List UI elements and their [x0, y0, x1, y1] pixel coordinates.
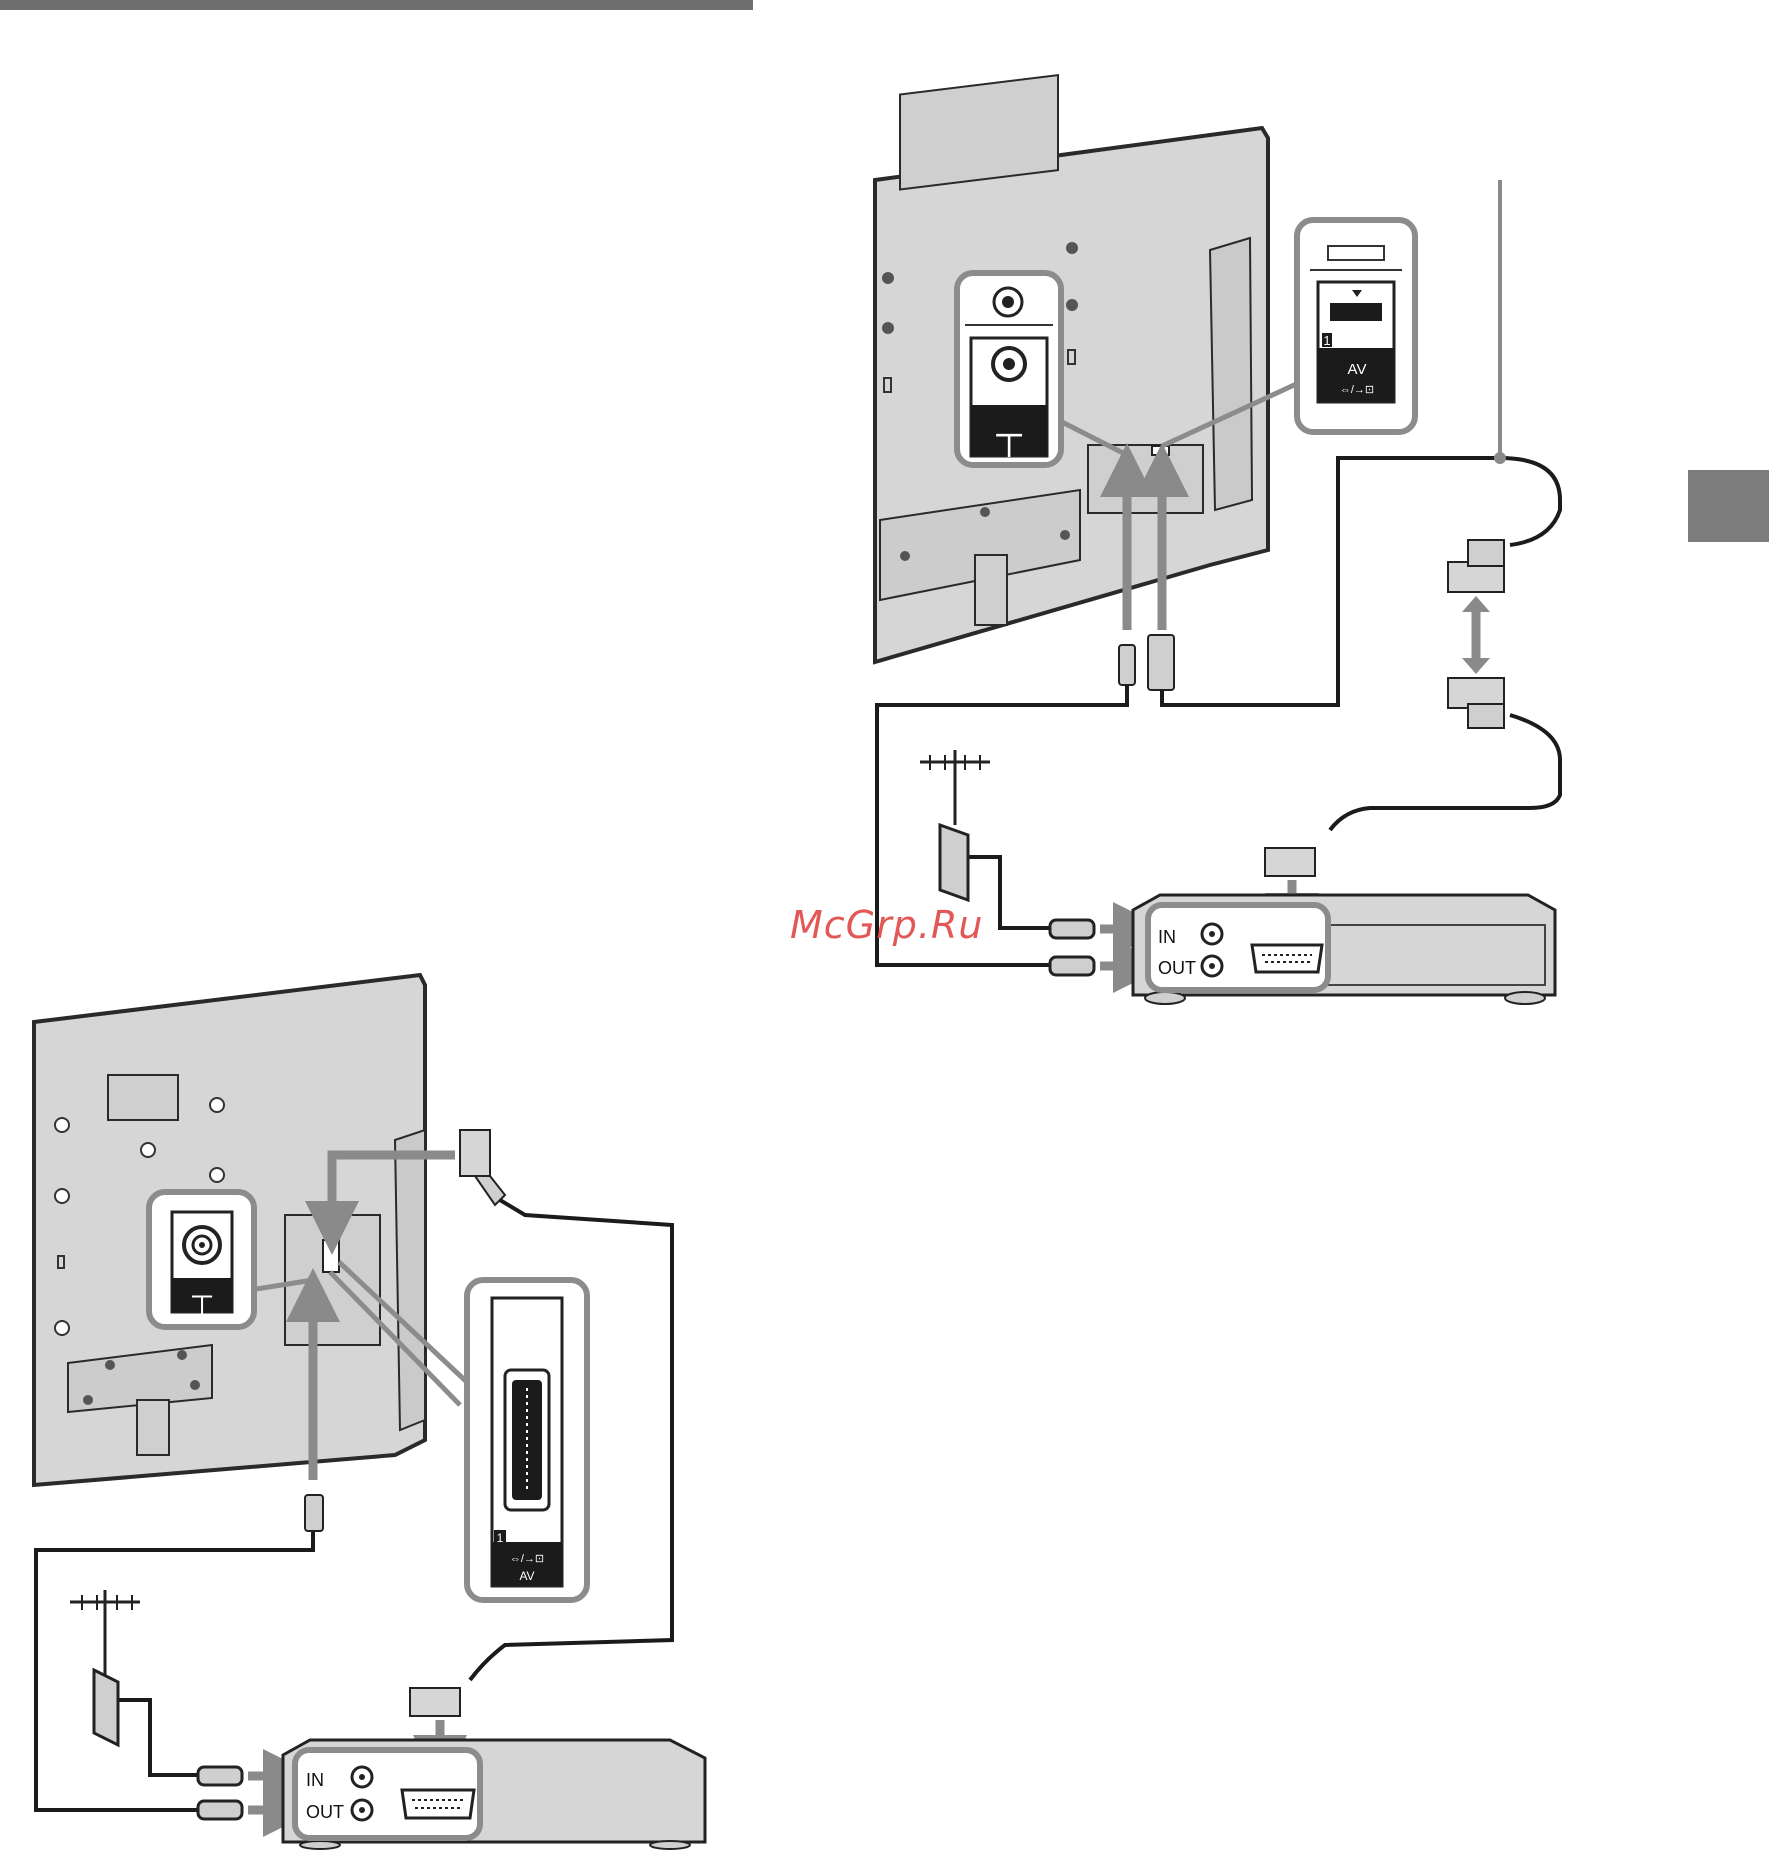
rf-plug-in-top	[1048, 918, 1096, 940]
rf-plug-tv-bottom	[304, 1494, 324, 1532]
scart-socket-callout-top: 1 AV ⇔/→⊡	[1160, 217, 1418, 449]
scart-label-top: AV	[1348, 361, 1367, 378]
antenna-socket-callout-bottom: ┬	[146, 1189, 314, 1330]
diagram-top: ┬ 1 AV ⇔/→⊡	[873, 73, 1562, 1005]
antenna-bottom	[70, 1590, 140, 1748]
rf-plug-out-bottom	[196, 1799, 244, 1821]
scart-io-symbol-top: ⇔/→⊡	[1340, 384, 1374, 396]
scart-plug-recorder-top	[1264, 847, 1316, 877]
recorder-ports-callout-top: IN OUT	[1145, 902, 1331, 993]
scart-number-bottom: 1	[497, 1531, 504, 1545]
header-rule	[0, 0, 753, 10]
diagram-bottom: ┬ 1 ⇔/→⊡ AV	[32, 972, 707, 1850]
scart-number-top: 1	[1323, 333, 1330, 348]
antenna-symbol-top: ┬	[995, 413, 1022, 458]
port-in-label-bottom: IN	[306, 1770, 324, 1790]
section-tab-marker	[1688, 470, 1769, 542]
recorder-ports-callout-bottom: IN OUT	[292, 1747, 483, 1841]
insert-arrows-top	[1100, 443, 1189, 630]
antenna-socket-callout-top: ┬	[954, 270, 1129, 468]
rf-plug-tv-top	[1118, 644, 1136, 686]
antenna-symbol-bottom: ┬	[191, 1280, 212, 1314]
tv-back-panel-top	[873, 73, 1270, 665]
scart-plug-tv-bottom	[305, 1129, 507, 1255]
watermark: McGrp.Ru	[790, 903, 984, 947]
port-out-label-bottom: OUT	[306, 1802, 344, 1822]
scart-label-bottom: AV	[519, 1569, 534, 1583]
scart-plug-pair-top	[1447, 539, 1505, 729]
scart-io-symbol-bottom: ⇔/→⊡	[510, 1553, 544, 1565]
scart-plug-tv-top	[1147, 634, 1175, 691]
scart-plug-recorder-bottom	[409, 1687, 461, 1717]
cables-bottom	[34, 1198, 674, 1812]
antenna-top	[920, 750, 990, 903]
rf-plug-out-top	[1048, 955, 1096, 977]
port-in-label-top: IN	[1158, 927, 1176, 947]
rf-plug-in-bottom	[196, 1765, 244, 1787]
scart-socket-callout-bottom: 1 ⇔/→⊡ AV	[328, 1260, 590, 1603]
port-out-label-top: OUT	[1158, 958, 1196, 978]
cables-top	[875, 456, 1562, 967]
